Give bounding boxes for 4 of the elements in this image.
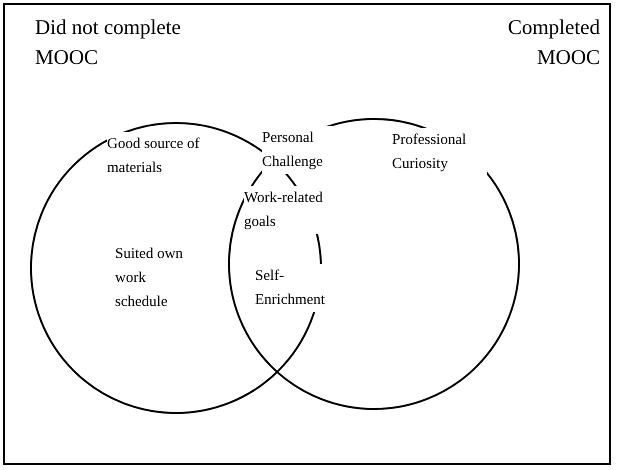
set-item-label: Professional Curiosity [392, 128, 487, 176]
set-heading: Did not complete MOOC [35, 14, 182, 71]
set-heading: Completed MOOC [506, 14, 600, 71]
set-item-label: Personal Challenge [262, 126, 332, 174]
